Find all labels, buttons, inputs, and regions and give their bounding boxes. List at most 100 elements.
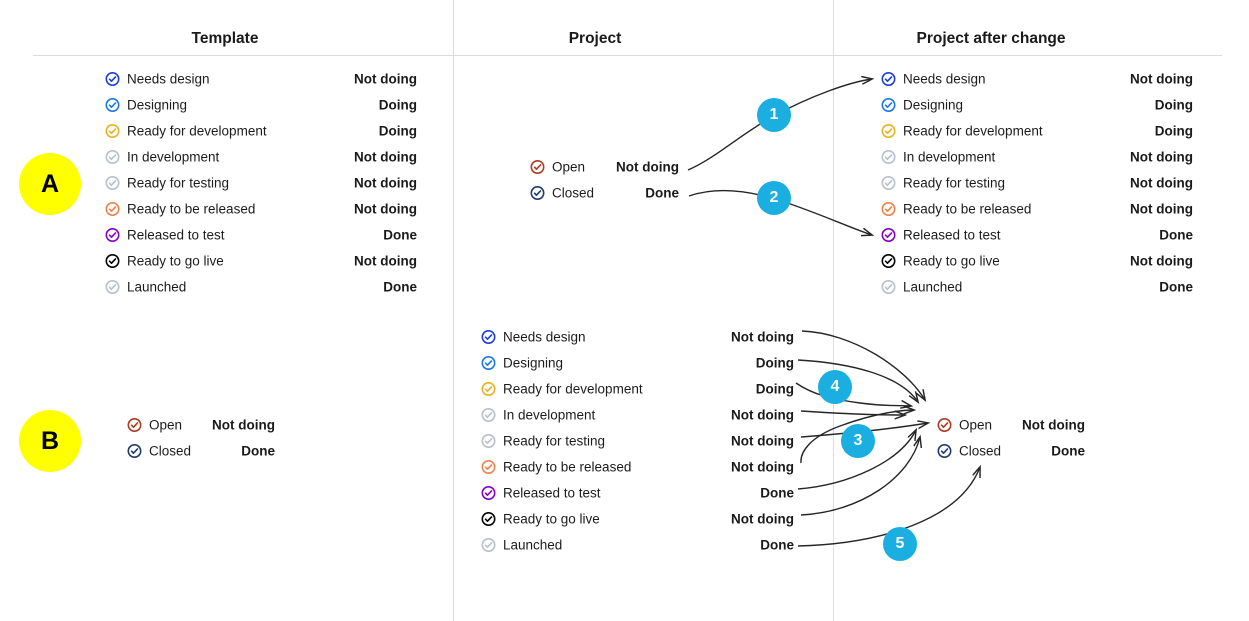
status-row: Released to test Done [105,222,417,248]
check-circle-icon [881,124,896,138]
check-circle-icon [530,160,545,174]
status-label: Open [149,417,183,433]
check-circle-icon [881,202,896,216]
page-title-project: Project [568,30,622,47]
step-badge-1: 1 [757,98,791,132]
check-circle-icon [105,228,120,242]
status-label: Ready for development [127,123,267,139]
status-label: Closed [959,443,1002,459]
status-category-value: Done [645,185,679,201]
connector-b-designing [797,359,918,402]
check-circle-icon [881,176,896,190]
status-label: Needs design [503,329,586,345]
status-label: Launched [127,279,187,295]
status-category-value: Doing [755,381,794,397]
status-category-value: Not doing [1022,417,1085,433]
check-circle-icon [481,408,496,422]
status-row: Designing Doing [881,92,1193,118]
status-category-value: Not doing [354,201,417,217]
status-row: Designing Doing [481,350,794,376]
check-circle-icon [881,98,896,112]
status-label: Designing [127,97,188,113]
check-circle-icon [105,98,120,112]
status-label: Ready to go live [503,511,600,527]
status-label: In development [127,149,220,165]
status-label: Ready to go live [127,253,224,269]
status-label: Ready for testing [503,433,606,449]
check-circle-icon [105,176,120,190]
status-category-value: Done [383,227,417,243]
check-circle-icon [481,356,496,370]
status-label: Launched [503,537,563,553]
status-category-value: Doing [1154,97,1193,113]
status-category-value: Not doing [731,433,794,449]
status-row: Launched Done [881,274,1193,300]
status-category-value: Not doing [1130,71,1193,87]
status-label: Needs design [127,71,210,87]
status-label: Ready for testing [903,175,1006,191]
status-label: Launched [903,279,963,295]
status-label: Open [552,159,586,175]
check-circle-icon [937,444,952,458]
check-circle-icon [937,418,952,432]
status-category-value: Done [1159,279,1193,295]
check-circle-icon [481,538,496,552]
status-label: Designing [503,355,564,371]
status-category-value: Doing [755,355,794,371]
status-row: In development Not doing [105,144,417,170]
check-circle-icon [105,202,120,216]
status-category-value: Not doing [731,511,794,527]
check-circle-icon [530,186,545,200]
status-label: Closed [149,443,192,459]
status-category-value: Not doing [1130,253,1193,269]
status-category-value: Not doing [731,407,794,423]
page-title-template: Template [191,30,259,47]
status-label: Released to test [127,227,225,243]
status-category-value: Not doing [354,175,417,191]
check-circle-icon [481,486,496,500]
check-circle-icon [105,254,120,268]
status-label: Ready for development [503,381,643,397]
step-badge-4: 4 [818,370,852,404]
status-category-value: Not doing [354,149,417,165]
column-divider-template-project [453,0,454,621]
status-row: Ready for development Doing [481,376,794,402]
status-label: Ready for testing [127,175,230,191]
status-row: Closed Done [530,180,679,206]
check-circle-icon [481,460,496,474]
status-label: Released to test [503,485,601,501]
status-label: Designing [903,97,964,113]
status-category-value: Done [760,485,794,501]
status-category-value: Doing [1154,123,1193,139]
check-circle-icon [481,382,496,396]
status-row: Released to test Done [481,480,794,506]
status-label: Closed [552,185,595,201]
section-marker-a: A [19,153,81,215]
status-row: Ready to go live Not doing [481,506,794,532]
status-label: Released to test [903,227,1001,243]
status-category-value: Not doing [1130,149,1193,165]
section-marker-b: B [19,410,81,472]
status-category-value: Done [760,537,794,553]
